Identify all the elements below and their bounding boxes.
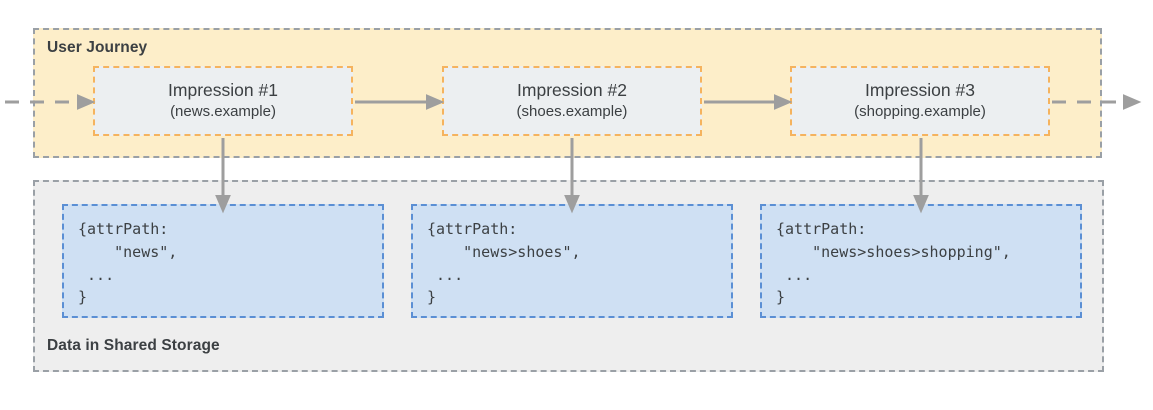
impression-title: Impression #1: [168, 80, 278, 101]
impression-box-2: Impression #2 (shoes.example): [442, 66, 702, 136]
impression-site: (shopping.example): [854, 103, 986, 121]
attr-path-code: {attrPath: "news>shoes>shopping", ... }: [776, 220, 1011, 307]
impression-box-1: Impression #1 (news.example): [93, 66, 353, 136]
shared-storage-entry-3: {attrPath: "news>shoes>shopping", ... }: [760, 204, 1082, 318]
attr-path-code: {attrPath: "news>shoes", ... }: [427, 220, 581, 307]
attr-path-code: {attrPath: "news", ... }: [78, 220, 178, 307]
impression-title: Impression #2: [517, 80, 627, 101]
shared-storage-entry-2: {attrPath: "news>shoes", ... }: [411, 204, 733, 318]
user-journey-label: User Journey: [47, 39, 148, 56]
shared-storage-entry-1: {attrPath: "news", ... }: [62, 204, 384, 318]
impression-box-3: Impression #3 (shopping.example): [790, 66, 1050, 136]
impression-site: (shoes.example): [516, 103, 628, 121]
impression-site: (news.example): [170, 103, 276, 121]
shared-storage-label: Data in Shared Storage: [47, 337, 220, 354]
impression-title: Impression #3: [865, 80, 975, 101]
